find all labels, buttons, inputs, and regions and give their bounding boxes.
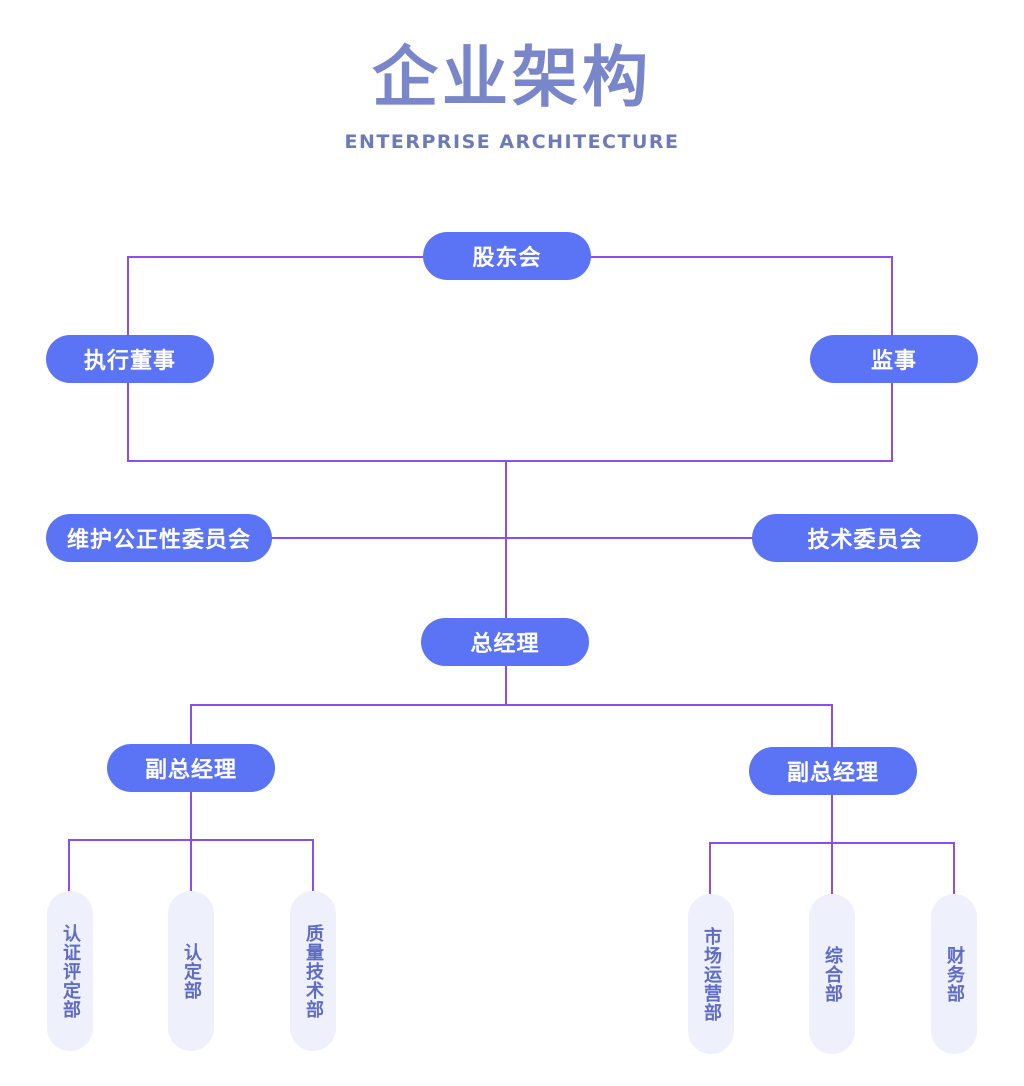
node-supervisor-label: 监事 [870, 349, 917, 374]
connector-right-departments [709, 842, 955, 894]
node-technical-committee: 技术委员会 [752, 514, 978, 562]
connector-directors-loop [127, 382, 893, 462]
connector-shareholders-executive [127, 256, 425, 336]
node-shareholders-label: 股东会 [472, 246, 542, 271]
node-deputy-gm-left-label: 副总经理 [144, 758, 237, 783]
node-shareholders: 股东会 [423, 232, 591, 280]
department-label: 质量技术部 [303, 923, 324, 1019]
connector-gm-deputies [190, 704, 833, 747]
node-technical-committee-label: 技术委员会 [807, 528, 923, 553]
department-label: 市场运营部 [701, 926, 722, 1022]
department-label: 综合部 [822, 945, 843, 1003]
connector-left-departments [68, 839, 314, 892]
department-marketing-operations: 市场运营部 [688, 894, 734, 1054]
node-general-manager-label: 总经理 [470, 632, 540, 657]
node-deputy-gm-right: 副总经理 [749, 747, 917, 795]
node-impartiality-committee-label: 维护公正性委员会 [66, 528, 251, 553]
department-quality-technology: 质量技术部 [290, 891, 336, 1051]
node-executive-director: 执行董事 [46, 335, 214, 383]
node-deputy-gm-right-label: 副总经理 [786, 761, 879, 786]
node-general-manager: 总经理 [421, 618, 589, 666]
department-general-affairs: 综合部 [809, 894, 855, 1054]
department-certification-assessment: 认证评定部 [47, 891, 93, 1051]
department-label: 认证评定部 [60, 923, 81, 1019]
department-label: 财务部 [944, 945, 965, 1003]
node-impartiality-committee: 维护公正性委员会 [46, 514, 272, 562]
node-executive-director-label: 执行董事 [83, 349, 176, 374]
department-finance: 财务部 [931, 894, 977, 1054]
department-accreditation: 认定部 [168, 891, 214, 1051]
connector-shareholders-supervisor [590, 256, 893, 336]
page-subtitle: ENTERPRISE ARCHITECTURE [344, 131, 680, 153]
node-deputy-gm-left: 副总经理 [107, 744, 275, 792]
department-label: 认定部 [181, 942, 202, 1000]
node-supervisor: 监事 [810, 335, 978, 383]
page-title: 企业架构 [372, 39, 652, 116]
